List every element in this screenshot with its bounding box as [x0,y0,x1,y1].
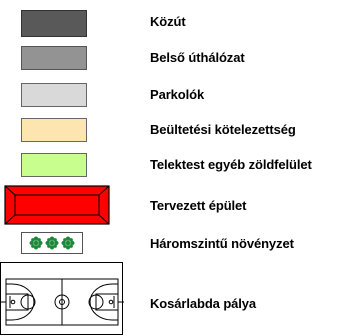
basketball-court-symbol [0,262,124,335]
building-corner-br [98,214,110,225]
court-left-three-point [6,283,35,321]
court-right-three-point [89,283,118,321]
kozut-label: Közút [150,14,186,29]
kozut-swatch [21,10,87,37]
beultetesi-label: Beültetési kötelezettség [150,122,296,137]
building-corner-tl [4,185,16,196]
tervezett-epulet-label: Tervezett épület [150,198,247,213]
building-inner [14,194,100,216]
plant-icon [29,236,43,250]
belso-uthalozat-label: Belső úthálózat [150,50,245,65]
building-symbol [4,185,110,225]
plants-symbol [21,232,83,254]
plant-icon [45,236,59,250]
parkolok-label: Parkolók [150,87,205,102]
building-corner-tr [98,185,110,196]
plant-icon [61,236,75,250]
building-corner-bl [4,214,16,225]
court-left-key-circle [20,294,36,310]
building-outer [4,185,110,225]
haromszintu-novenyzet-label: Háromszintű növényzet [150,236,294,251]
court-center-circle [54,294,70,310]
court-right-key-circle [88,294,104,310]
belso-uthalozat-swatch [21,46,87,70]
zoldfelulet-label: Telektest egyéb zöldfelület [150,157,312,172]
parkolok-swatch [21,83,87,107]
kosarlabda-palya-label: Kosárlabda pálya [150,296,257,311]
zoldfelulet-swatch [21,153,87,177]
beultetesi-swatch [21,118,87,142]
